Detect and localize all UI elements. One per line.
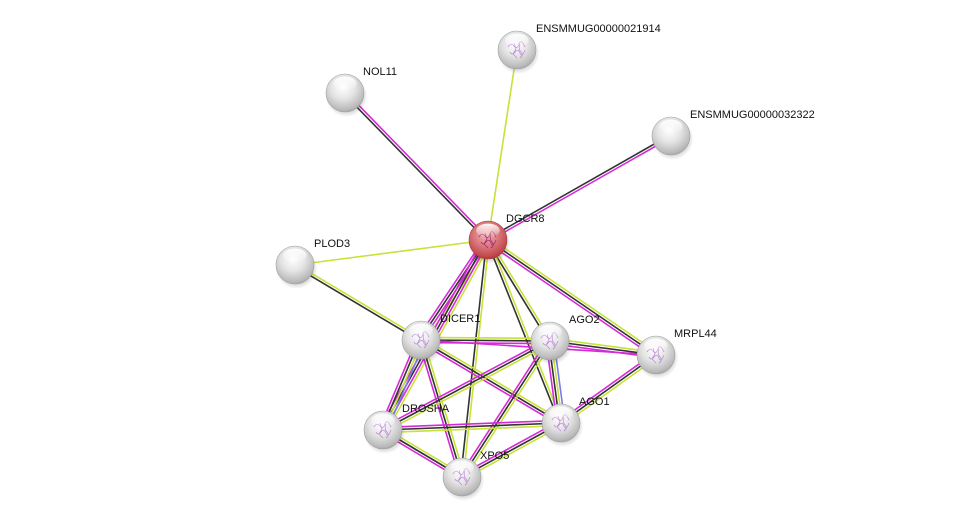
edge-dgcr8-ensmmug00000021914[interactable]: [487, 49, 518, 241]
edge-evidence-textmining: [462, 240, 491, 478]
node-label: DGCR8: [506, 213, 545, 225]
edge-evidence-coexpression: [486, 134, 671, 240]
protein-structure-icon: [540, 332, 559, 350]
edge-evidence-textmining: [295, 263, 423, 340]
node-ensmmug00000021914[interactable]: ENSMMUG00000021914: [497, 23, 661, 74]
edge-evidence-experiments: [488, 136, 673, 242]
node-highlight: [659, 119, 683, 134]
node-dgcr8[interactable]: DGCR8: [468, 213, 545, 264]
protein-structure-icon: [373, 421, 392, 439]
edge-dgcr8-xpo5[interactable]: [459, 239, 491, 478]
node-highlight: [371, 413, 395, 428]
node-highlight: [409, 323, 433, 338]
node-drosha[interactable]: DROSHA: [363, 403, 450, 454]
protein-structure-icon: [551, 414, 570, 432]
node-highlight: [450, 460, 474, 475]
edge-evidence-textmining: [489, 237, 658, 354]
node-ago1[interactable]: AGO1: [541, 396, 610, 447]
node-label: XPO5: [480, 450, 509, 462]
edge-evidence-textmining: [421, 337, 563, 422]
edge-evidence-coexpression: [461, 340, 551, 478]
edge-dgcr8-plod3[interactable]: [294, 239, 489, 266]
edge-dgcr8-nol11[interactable]: [343, 91, 490, 242]
edge-evidence-coexpression: [382, 422, 562, 431]
edge-ago1-drosha[interactable]: [382, 419, 562, 434]
protein-structure-icon: [452, 468, 471, 486]
node-ago2[interactable]: AGO2: [530, 314, 600, 365]
node-highlight: [283, 248, 307, 263]
edge-evidence-experiments: [345, 91, 490, 240]
edge-ago2-drosha[interactable]: [381, 337, 552, 434]
node-label: AGO2: [569, 314, 600, 326]
edge-evidence-experiments: [381, 337, 550, 429]
node-nol11[interactable]: NOL11: [325, 66, 398, 117]
node-dicer1[interactable]: DICER1: [401, 313, 481, 364]
edge-evidence-experiments: [486, 241, 655, 358]
edge-dgcr8-ago1[interactable]: [486, 239, 563, 424]
edge-dgcr8-ensmmug00000032322[interactable]: [486, 134, 673, 242]
edge-evidence-experiments: [419, 341, 561, 426]
edge-evidence-textmining: [383, 424, 562, 434]
node-label: DROSHA: [402, 403, 450, 415]
node-highlight: [549, 406, 573, 421]
edge-plod3-dicer1[interactable]: [293, 263, 423, 342]
edge-evidence-experiments: [459, 339, 549, 477]
node-highlight: [538, 324, 562, 339]
edge-evidence-coexpression: [382, 340, 551, 431]
node-label: ENSMMUG00000032322: [690, 109, 815, 121]
protein-structure-icon: [411, 331, 430, 349]
node-label: AGO1: [579, 396, 610, 408]
node-highlight: [476, 223, 500, 238]
edge-dgcr8-mrpl44[interactable]: [486, 237, 658, 358]
edge-dicer1-ago1[interactable]: [419, 337, 563, 426]
edge-evidence-coexpression: [459, 239, 488, 477]
node-label: PLOD3: [314, 238, 350, 250]
edge-evidence-coexpression: [486, 240, 561, 424]
edge-ago2-xpo5[interactable]: [459, 339, 553, 479]
edge-evidence-textmining: [294, 239, 489, 266]
edge-evidence-coexpression: [293, 265, 421, 342]
edge-evidence-coexpression: [487, 239, 657, 356]
edge-evidence-coexpression: [343, 93, 488, 242]
node-label: ENSMMUG00000021914: [536, 23, 661, 35]
node-xpo5[interactable]: XPO5: [442, 450, 510, 501]
node-highlight: [644, 338, 668, 353]
edge-evidence-textmining: [383, 342, 552, 434]
edge-evidence-textmining: [488, 239, 563, 423]
node-mrpl44[interactable]: MRPL44: [636, 328, 717, 379]
edge-evidence-textmining: [487, 49, 518, 241]
protein-structure-icon: [478, 231, 497, 249]
edge-evidence-textmining: [463, 341, 553, 479]
edge-evidence-experiments: [382, 419, 561, 429]
node-ensmmug00000032322[interactable]: ENSMMUG00000032322: [651, 109, 815, 160]
node-label: DICER1: [440, 313, 480, 325]
edge-evidence-coexpression: [420, 339, 562, 424]
nodes-layer: DGCR8 ENSMMUG00000021914NOL11ENSMMUG00000…: [275, 23, 815, 501]
node-plod3[interactable]: PLOD3: [275, 238, 351, 289]
node-highlight: [505, 33, 529, 48]
protein-structure-icon: [646, 346, 665, 364]
node-highlight: [333, 76, 357, 91]
protein-structure-icon: [507, 41, 526, 59]
node-label: MRPL44: [674, 328, 717, 340]
node-label: NOL11: [363, 66, 397, 78]
